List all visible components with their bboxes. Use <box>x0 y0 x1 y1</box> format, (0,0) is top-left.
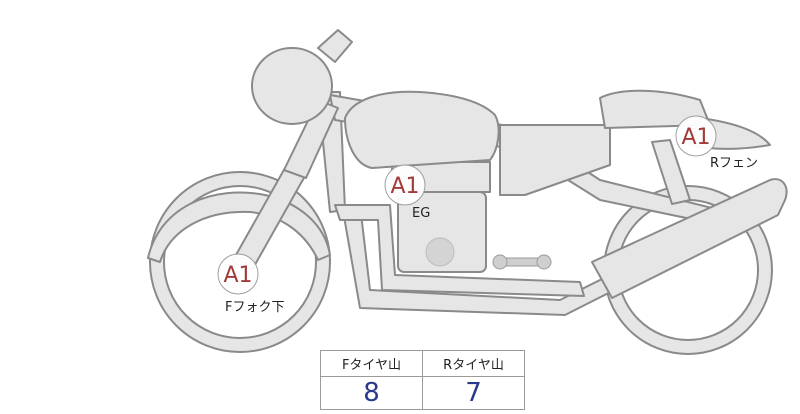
tire-tread-table: Fタイヤ山 Rタイヤ山 8 7 <box>320 350 525 410</box>
value-rear-tire: 7 <box>422 376 525 410</box>
label-front-fork: Fフォク下 <box>225 300 285 315</box>
badge-engine[interactable]: A1 <box>384 164 426 206</box>
handlebar <box>317 29 353 63</box>
rear-shock <box>651 139 691 205</box>
seat <box>599 89 711 129</box>
badge-code: A1 <box>390 174 419 199</box>
badge-code: A1 <box>681 125 710 150</box>
header-rear-tire: Rタイヤ山 <box>422 350 525 377</box>
headlight <box>251 47 333 125</box>
label-engine: EG <box>412 206 431 221</box>
muffler <box>591 178 788 299</box>
footpeg-linkage <box>492 254 552 270</box>
fork-upper <box>283 99 339 179</box>
table-header-row: Fタイヤ山 Rタイヤ山 <box>320 350 525 377</box>
label-rear-fender: Rフェン <box>710 156 759 171</box>
badge-rear-fender[interactable]: A1 <box>675 115 717 157</box>
fuel-tank <box>344 90 500 169</box>
table-value-row: 8 7 <box>320 376 525 410</box>
exhaust-pipe <box>334 204 585 297</box>
side-cover <box>499 124 611 196</box>
badge-code: A1 <box>223 263 252 288</box>
value-front-tire: 8 <box>320 376 423 410</box>
header-front-tire: Fタイヤ山 <box>320 350 423 377</box>
badge-front-fork[interactable]: A1 <box>217 253 259 295</box>
